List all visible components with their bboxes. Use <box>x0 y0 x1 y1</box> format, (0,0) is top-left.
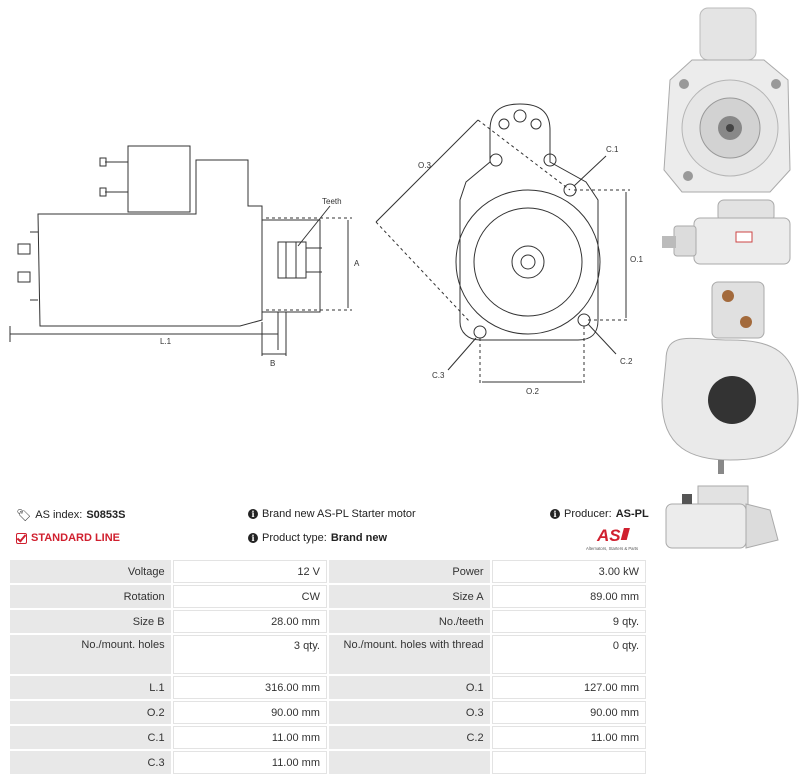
solenoid-body <box>127 145 191 213</box>
as-index-label: AS index: <box>35 509 83 521</box>
table-row: Size B 28.00 mm No./teeth 9 qty. <box>10 610 646 633</box>
teeth-label: Teeth <box>322 197 342 206</box>
product-type-value: Brand new <box>330 532 388 544</box>
svg-text:AS: AS <box>596 526 621 545</box>
table-row: Rotation CW Size A 89.00 mm <box>10 585 646 608</box>
mounting-flange <box>459 103 599 341</box>
dim-o1-label: O.1 <box>630 255 643 264</box>
dim-c1-label: C.1 <box>606 145 619 154</box>
motor-body <box>37 159 263 327</box>
product-type-label: Product type: <box>262 532 327 544</box>
dim-b-label: B <box>270 359 275 368</box>
photo-side-view[interactable] <box>662 199 791 265</box>
product-photos <box>661 7 799 549</box>
producer-value: AS-PL <box>615 508 649 520</box>
info-icon: i <box>550 509 560 519</box>
dim-c2-label: C.2 <box>620 357 633 366</box>
photo-rear-view[interactable] <box>661 281 799 474</box>
svg-text:Alternators, Starters & Parts: Alternators, Starters & Parts <box>586 546 638 551</box>
table-row: No./mount. holes 3 qty. No./mount. holes… <box>10 635 646 674</box>
dim-o3-label: O.3 <box>418 161 431 170</box>
pinion <box>277 241 307 279</box>
flange-outer-ring <box>455 189 601 335</box>
as-index: 🏷 AS index: S0853S <box>16 508 125 522</box>
standard-line-label: STANDARD LINE <box>31 532 121 544</box>
brand-new-text: Brand new AS-PL Starter motor <box>262 508 416 520</box>
technical-drawing: Teeth A L.1 B O.3 C.1 O.1 C.3 C.2 O.2 <box>9 103 643 396</box>
dim-a-label: A <box>354 259 360 268</box>
as-pl-logo: AS Alternators, Starters & Parts <box>586 526 638 551</box>
producer: i Producer: AS-PL <box>550 508 649 520</box>
product-type: i Product type: Brand new <box>248 532 387 544</box>
standard-line: STANDARD LINE <box>16 532 120 544</box>
table-row: C.3 11.00 mm <box>10 751 646 774</box>
dim-o2-label: O.2 <box>526 387 539 396</box>
producer-label: Producer: <box>564 508 612 520</box>
table-row: C.1 11.00 mm C.2 11.00 mm <box>10 726 646 749</box>
brand-new-line: i Brand new AS-PL Starter motor <box>248 508 416 520</box>
table-row: Voltage 12 V Power 3.00 kW <box>10 560 646 583</box>
photo-front-view[interactable] <box>663 7 791 193</box>
hole-c3 <box>473 325 487 339</box>
check-icon <box>16 532 27 544</box>
dim-l1-label: L.1 <box>160 337 172 346</box>
tag-icon: 🏷 <box>16 508 32 522</box>
table-row: L.1 316.00 mm O.1 127.00 mm <box>10 676 646 699</box>
as-index-value: S0853S <box>86 509 126 521</box>
photo-side-view-2[interactable] <box>665 485 779 549</box>
info-icon: i <box>248 509 258 519</box>
spec-table: Voltage 12 V Power 3.00 kW Rotation CW S… <box>8 558 648 776</box>
info-icon: i <box>248 533 258 543</box>
table-row: O.2 90.00 mm O.3 90.00 mm <box>10 701 646 724</box>
product-info: 🏷 AS index: S0853S STANDARD LINE i Brand… <box>16 505 650 555</box>
dim-c3-label: C.3 <box>432 371 445 380</box>
